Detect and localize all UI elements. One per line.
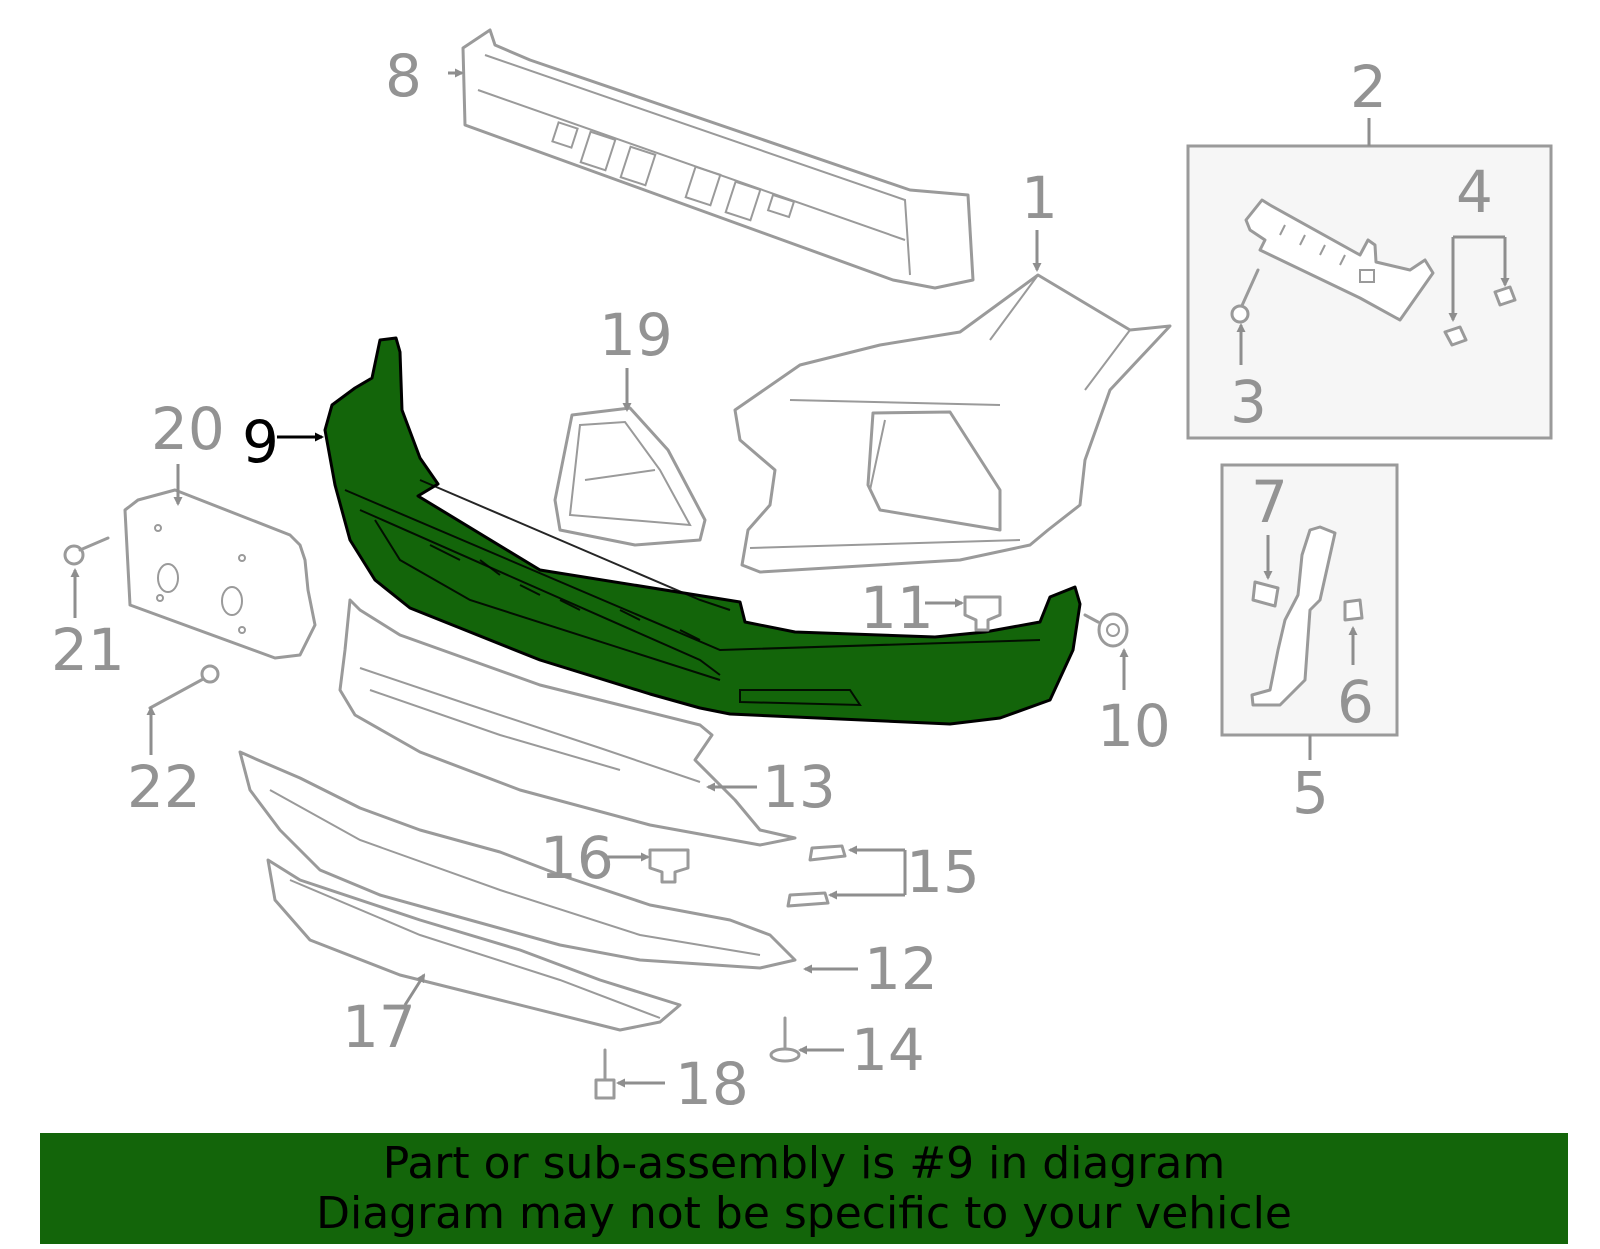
callout-8: 8 (385, 42, 422, 110)
group-box-2 (1186, 144, 1553, 440)
part-20-license-bracket (123, 488, 317, 660)
part-1-bumper-cover (733, 273, 1172, 574)
callout-5: 5 (1292, 759, 1329, 827)
part-12-lower-grille (238, 750, 797, 970)
group-box-5 (1220, 463, 1399, 737)
callout-labels: 8 1 2 4 3 19 20 9 7 21 11 6 10 22 13 5 1… (51, 42, 1493, 1118)
callout-16: 16 (540, 824, 614, 892)
callout-6: 6 (1337, 668, 1374, 736)
callout-2: 2 (1350, 53, 1387, 121)
callout-22: 22 (127, 753, 201, 821)
callout-15: 15 (906, 838, 980, 906)
callout-12: 12 (864, 935, 938, 1003)
part-16-clip (648, 848, 690, 884)
callout-9: 9 (242, 408, 279, 476)
part-13-grille (338, 598, 797, 847)
part-11-clip (963, 595, 1002, 632)
banner-line-1: Part or sub-assembly is #9 in diagram (382, 1137, 1226, 1189)
callout-19: 19 (599, 301, 673, 369)
callout-17: 17 (342, 993, 416, 1061)
part-21-screw (63, 536, 110, 566)
callout-3: 3 (1230, 368, 1267, 436)
callout-21: 21 (51, 616, 125, 684)
part-17-skid-plate (266, 858, 682, 1032)
callout-1: 1 (1021, 164, 1058, 232)
banner-line-2: Diagram may not be specific to your vehi… (316, 1187, 1292, 1239)
callout-18: 18 (675, 1050, 749, 1118)
callout-13: 13 (762, 753, 836, 821)
callout-10: 10 (1097, 692, 1171, 760)
info-banner: Part or sub-assembly is #9 in diagram Di… (40, 1133, 1568, 1244)
callout-14: 14 (851, 1016, 925, 1084)
part-18-bolt (594, 1048, 616, 1100)
part-9-lower-bumper-cover (323, 336, 1082, 726)
part-14-bolt (769, 1016, 801, 1063)
part-22-push-pin (148, 664, 220, 710)
callout-4: 4 (1456, 158, 1493, 226)
callout-20: 20 (151, 395, 225, 463)
leader-lines (70, 68, 1510, 1088)
part-8-energy-absorber (461, 28, 975, 290)
callout-11: 11 (860, 574, 934, 642)
parts-diagram: 8 1 2 4 3 19 20 9 7 21 11 6 10 22 13 5 1… (51, 28, 1553, 1118)
part-10-grommet (1083, 612, 1129, 648)
part-15-nuts (786, 844, 847, 908)
part-19-bezel (553, 406, 707, 547)
callout-7: 7 (1251, 468, 1288, 536)
